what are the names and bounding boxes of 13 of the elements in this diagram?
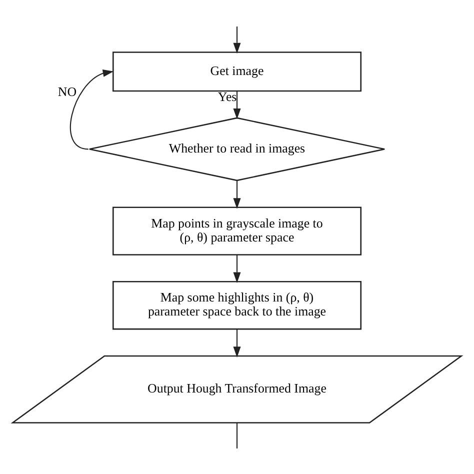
arrow bbox=[233, 26, 241, 54]
arrow bbox=[233, 328, 241, 357]
arrow bbox=[233, 90, 241, 119]
arrow bbox=[233, 180, 241, 208]
connector bbox=[236, 422, 238, 448]
node-box: Map points in grayscale image to (ρ, θ) parameter space bbox=[112, 206, 362, 255]
edge-label: NO bbox=[58, 83, 77, 98]
arrow bbox=[233, 254, 241, 282]
edge-label: Yes bbox=[218, 88, 237, 104]
node-box: Get image bbox=[112, 51, 362, 92]
arrow bbox=[70, 68, 114, 150]
node-diamond: Whether to read in images bbox=[88, 116, 386, 181]
node-box: Map some highlights in (ρ, θ) parameter space back to the image bbox=[112, 280, 362, 330]
